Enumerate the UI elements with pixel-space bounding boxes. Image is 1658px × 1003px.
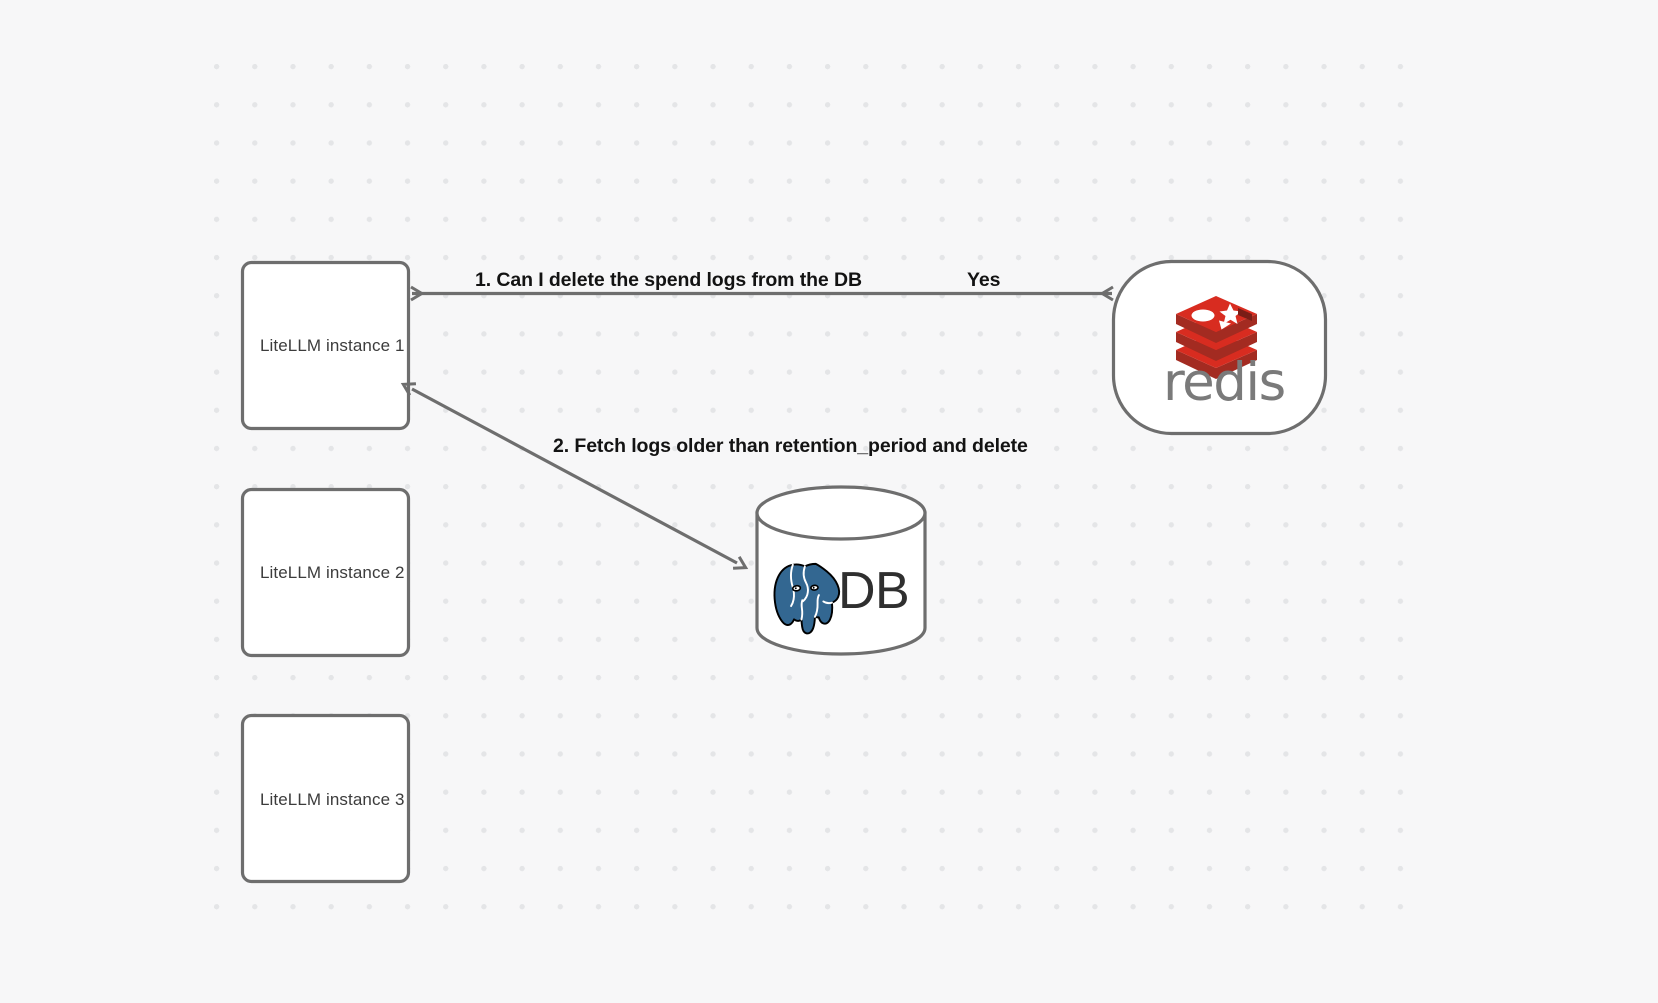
node-label-litellm-3: LiteLLM instance 3 [260,790,405,809]
node-label-litellm-2: LiteLLM instance 2 [260,563,405,582]
edge-litellm1-db [400,382,749,570]
node-postgres-db[interactable] [755,485,927,656]
redis-logo-icon [1176,296,1257,379]
db-label: DB [838,562,910,620]
node-label-litellm-1: LiteLLM instance 1 [260,336,405,355]
edge-1-label: 1. Can I delete the spend logs from the … [475,269,862,291]
node-litellm-instance-3[interactable] [240,713,411,884]
node-litellm-instance-1[interactable] [240,260,411,431]
redis-wordmark: redis [1163,352,1286,413]
postgresql-elephant-icon [771,561,842,637]
edge-2-label: 2. Fetch logs older than retention_perio… [553,435,1028,457]
node-litellm-instance-2[interactable] [240,487,411,658]
edge-1-secondary-label: Yes [967,269,1001,291]
